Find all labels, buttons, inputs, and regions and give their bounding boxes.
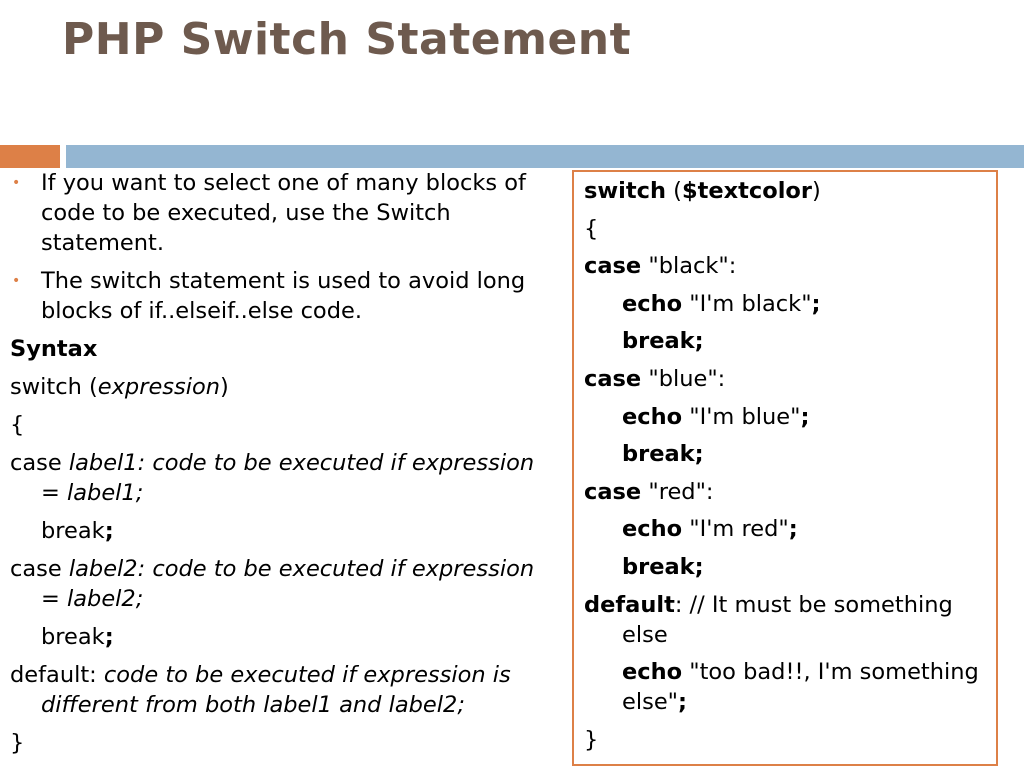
syntax-default: default: code to be executed if expressi… bbox=[10, 662, 511, 718]
bullet-item: If you want to select one of many blocks… bbox=[10, 168, 550, 258]
syntax-open-brace: { bbox=[10, 412, 25, 438]
code-line: } bbox=[584, 726, 599, 753]
accent-bar-orange bbox=[0, 145, 60, 168]
code-line: switch ($textcolor) bbox=[584, 178, 821, 204]
syntax-break2: break; bbox=[41, 624, 114, 650]
code-line: echo "I'm red"; bbox=[622, 516, 798, 543]
code-line: break; bbox=[622, 441, 704, 468]
syntax-break1: break; bbox=[41, 518, 114, 544]
code-example-box: switch ($textcolor) { case "black": echo… bbox=[572, 170, 998, 766]
code-line: case "red": bbox=[584, 478, 714, 505]
syntax-switch-line: switch (expression) bbox=[10, 374, 229, 400]
code-line: echo "too bad!!, I'm something else"; bbox=[622, 659, 979, 716]
page-title: PHP Switch Statement bbox=[62, 14, 632, 65]
code-line: echo "I'm black"; bbox=[622, 290, 821, 317]
syntax-case1: case label1: code to be executed if expr… bbox=[10, 450, 535, 506]
syntax-case2: case label2: code to be executed if expr… bbox=[10, 556, 535, 612]
syntax-heading: Syntax bbox=[10, 336, 98, 362]
code-line: { bbox=[584, 215, 599, 242]
code-line: break; bbox=[622, 553, 704, 580]
code-line: echo "I'm blue"; bbox=[622, 403, 810, 430]
bullet-item: The switch statement is used to avoid lo… bbox=[10, 266, 550, 326]
code-line: case "blue": bbox=[584, 365, 726, 392]
code-line: case "black": bbox=[584, 253, 737, 280]
accent-bar-blue bbox=[66, 145, 1024, 168]
left-content: If you want to select one of many blocks… bbox=[10, 168, 550, 758]
syntax-close-brace: } bbox=[10, 730, 25, 756]
code-line: break; bbox=[622, 328, 704, 355]
code-line: default: // It must be something else bbox=[584, 591, 953, 648]
